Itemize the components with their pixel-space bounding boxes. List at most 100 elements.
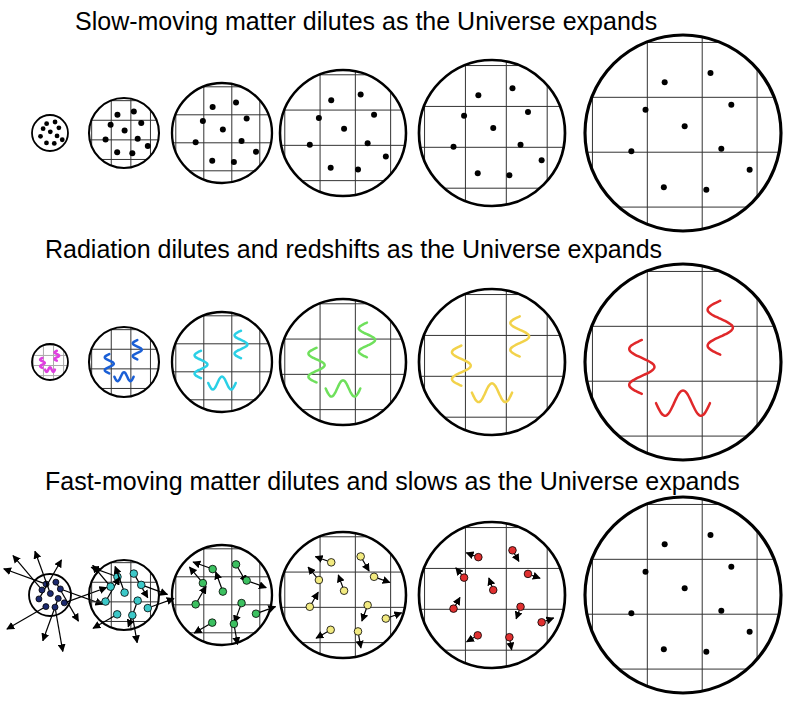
velocity-arrow	[133, 619, 137, 643]
svg-part	[592, 497, 593, 693]
svg-part	[419, 609, 565, 610]
matter-dot	[44, 121, 49, 126]
moving-particle	[327, 559, 335, 567]
svg-part	[506, 60, 507, 206]
matter-dot	[135, 136, 141, 142]
matter-dot	[244, 116, 250, 122]
velocity-arrow	[13, 556, 40, 588]
velocity-arrow	[43, 601, 57, 640]
velocity-arrow	[456, 568, 462, 575]
svg-part	[280, 409, 406, 410]
moving-particle	[134, 597, 142, 605]
matter-dot	[682, 123, 688, 129]
svg-part	[702, 264, 703, 460]
velocity-arrow	[545, 618, 553, 621]
matter-dot	[145, 143, 151, 149]
moving-particle	[199, 579, 207, 587]
velocity-arrow	[151, 599, 174, 607]
matter-dot	[365, 140, 371, 146]
matter-dot	[52, 141, 57, 146]
universe-boundary	[419, 289, 565, 435]
moving-particle	[306, 603, 314, 611]
universe-circle-group	[280, 532, 406, 658]
velocity-arrow	[338, 575, 342, 587]
matter-dot	[44, 141, 49, 146]
svg-part	[172, 399, 272, 400]
universe-circle-group	[280, 299, 406, 425]
universe-boundary	[89, 560, 159, 630]
comoving-grid	[32, 344, 68, 380]
svg-part	[280, 572, 406, 573]
matter-dot	[60, 137, 65, 142]
moving-particle	[315, 576, 323, 584]
velocity-arrow	[216, 572, 222, 588]
moving-particle	[747, 629, 753, 635]
universe-boundary	[172, 83, 272, 183]
velocity-arrow	[312, 592, 319, 603]
matter-dot	[38, 134, 43, 139]
moving-particle	[232, 561, 240, 569]
svg-part	[32, 365, 68, 366]
universe-circle-group	[172, 312, 272, 412]
moving-particle	[506, 633, 514, 641]
matter-dot	[475, 92, 481, 98]
svg-part	[585, 42, 781, 43]
svg-part	[89, 562, 159, 563]
universe-circle-group	[172, 83, 272, 183]
moving-particle	[52, 604, 58, 610]
moving-particle	[728, 564, 734, 570]
light-wave	[308, 348, 324, 383]
svg-part	[280, 110, 406, 111]
svg-part	[172, 114, 272, 115]
matter-dot	[316, 115, 322, 121]
moving-particle	[47, 591, 53, 597]
svg-part	[91, 98, 92, 168]
comoving-grid	[89, 327, 159, 397]
light-wave	[235, 331, 248, 359]
velocity-arrow	[93, 616, 114, 628]
moving-particle	[364, 601, 372, 609]
universe-circle-group	[280, 70, 406, 196]
moving-particle	[243, 577, 251, 585]
svg-part	[355, 70, 356, 196]
matter-dot	[200, 118, 206, 124]
svg-part	[89, 349, 159, 350]
matter-dot	[253, 149, 259, 155]
moving-particle	[370, 573, 378, 581]
svg-part	[231, 312, 232, 412]
svg-part	[355, 532, 356, 658]
svg-part	[585, 97, 781, 98]
svg-part	[419, 335, 565, 336]
moving-particle	[192, 601, 200, 609]
velocity-arrow	[128, 604, 136, 627]
velocity-arrow	[250, 582, 266, 588]
moving-particle	[57, 586, 63, 592]
universe-boundary	[280, 299, 406, 425]
velocity-arrow	[4, 569, 43, 583]
svg-part	[465, 60, 466, 206]
svg-part	[390, 70, 391, 196]
velocity-arrow	[107, 577, 119, 598]
svg-part	[585, 559, 781, 560]
svg-part	[585, 669, 781, 670]
svg-part	[172, 548, 272, 549]
matter-dot	[518, 142, 524, 148]
svg-part	[89, 120, 159, 121]
light-wave	[708, 301, 733, 355]
svg-part	[33, 344, 34, 380]
svg-part	[91, 560, 92, 630]
matter-dot	[461, 113, 467, 119]
velocity-arrow	[466, 553, 474, 556]
svg-part	[89, 368, 159, 369]
light-wave	[114, 372, 133, 381]
svg-part	[172, 86, 272, 87]
svg-part	[757, 264, 758, 460]
comoving-grid	[585, 35, 781, 231]
svg-part	[355, 299, 356, 425]
svg-part	[424, 60, 425, 206]
svg-part	[53, 344, 54, 380]
light-wave	[510, 316, 529, 356]
svg-part	[259, 545, 260, 645]
